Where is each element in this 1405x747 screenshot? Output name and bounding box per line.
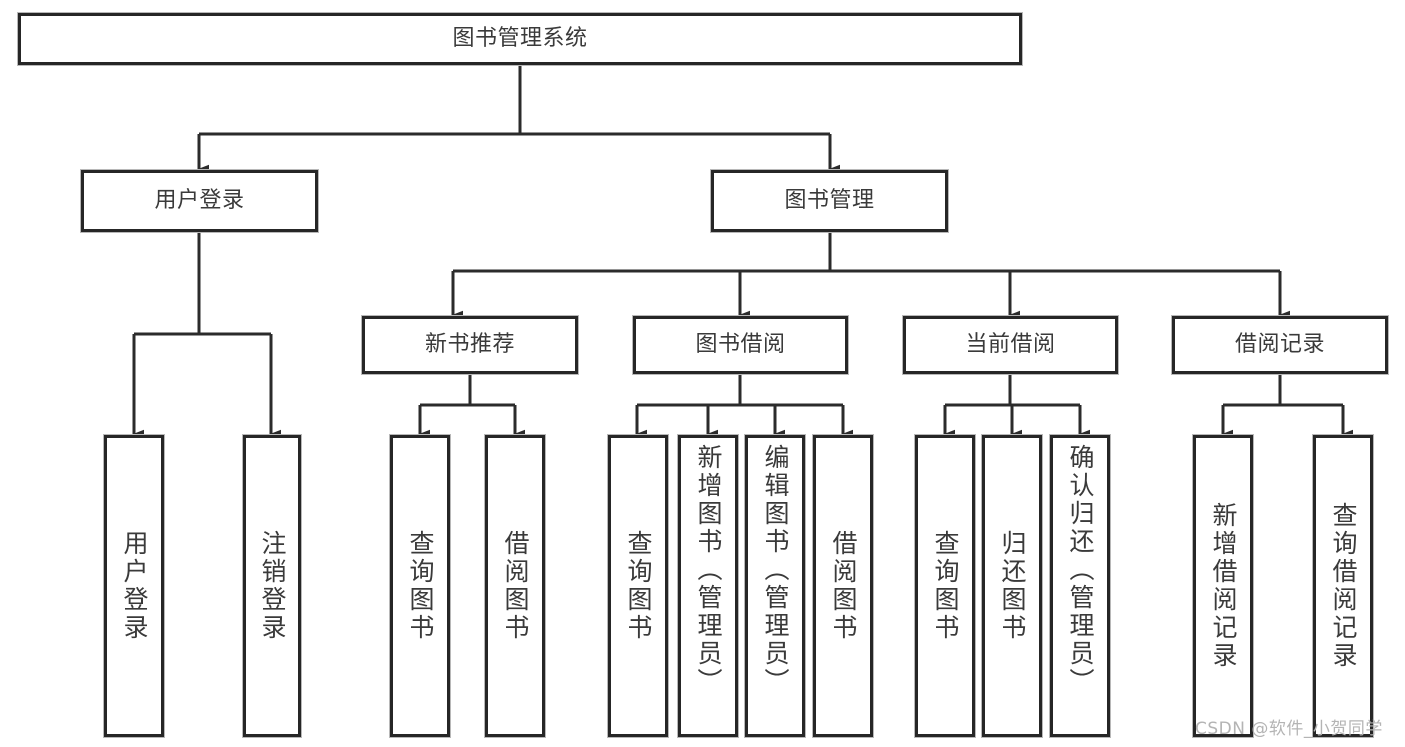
node-label: 查询图书 xyxy=(406,530,435,642)
node-label: 新增借阅记录 xyxy=(1209,502,1238,670)
node-label: 查询借阅记录 xyxy=(1329,502,1358,670)
node-label: 借阅图书 xyxy=(501,530,530,642)
node-label: 新书推荐 xyxy=(424,331,515,357)
node-label: 借阅记录 xyxy=(1234,331,1325,357)
node-label: 新增图书（管理员） xyxy=(694,444,723,696)
node-l4-add-book[interactable]: 新增图书（管理员） xyxy=(678,435,738,737)
node-label: 当前借阅 xyxy=(965,331,1056,357)
edge-group xyxy=(132,65,1353,439)
node-label: 确认归还（管理员） xyxy=(1066,444,1095,696)
node-l4-add-record[interactable]: 新增借阅记录 xyxy=(1193,435,1253,737)
node-l4-edit-book[interactable]: 编辑图书（管理员） xyxy=(745,435,805,737)
node-l4-query-book-b[interactable]: 查询图书 xyxy=(608,435,668,737)
node-l3-new-book-rec[interactable]: 新书推荐 xyxy=(362,316,578,374)
node-label: 图书管理系统 xyxy=(452,25,588,51)
node-root[interactable]: 图书管理系统 xyxy=(18,13,1022,65)
node-l4-logout[interactable]: 注销登录 xyxy=(243,435,301,737)
node-l2-book-mgmt[interactable]: 图书管理 xyxy=(711,170,948,232)
csdn-watermark: CSDN @软件_小贺同学 xyxy=(1195,719,1383,739)
node-label: 图书管理 xyxy=(784,187,875,213)
node-label: 图书借阅 xyxy=(695,331,786,357)
node-label: 用户登录 xyxy=(120,530,149,642)
node-l4-user-login[interactable]: 用户登录 xyxy=(104,435,164,737)
node-l4-return-book[interactable]: 归还图书 xyxy=(982,435,1042,737)
node-l4-query-book-c[interactable]: 查询图书 xyxy=(915,435,975,737)
node-label: 借阅图书 xyxy=(829,530,858,642)
node-label: 编辑图书（管理员） xyxy=(761,444,790,696)
node-l3-current-borrow[interactable]: 当前借阅 xyxy=(903,316,1118,374)
node-l2-user-login[interactable]: 用户登录 xyxy=(81,170,318,232)
node-label: 用户登录 xyxy=(154,187,245,213)
node-label: 查询图书 xyxy=(624,530,653,642)
node-l3-book-borrow[interactable]: 图书借阅 xyxy=(633,316,848,374)
node-l4-borrow-book-b[interactable]: 借阅图书 xyxy=(813,435,873,737)
node-l4-query-record[interactable]: 查询借阅记录 xyxy=(1313,435,1373,737)
node-label: 注销登录 xyxy=(258,530,287,642)
node-l3-borrow-record[interactable]: 借阅记录 xyxy=(1172,316,1388,374)
node-l4-query-book-a[interactable]: 查询图书 xyxy=(390,435,450,737)
node-l4-borrow-book-a[interactable]: 借阅图书 xyxy=(485,435,545,737)
node-label: 查询图书 xyxy=(931,530,960,642)
node-label: 归还图书 xyxy=(998,530,1027,642)
node-l4-confirm-return[interactable]: 确认归还（管理员） xyxy=(1050,435,1110,737)
